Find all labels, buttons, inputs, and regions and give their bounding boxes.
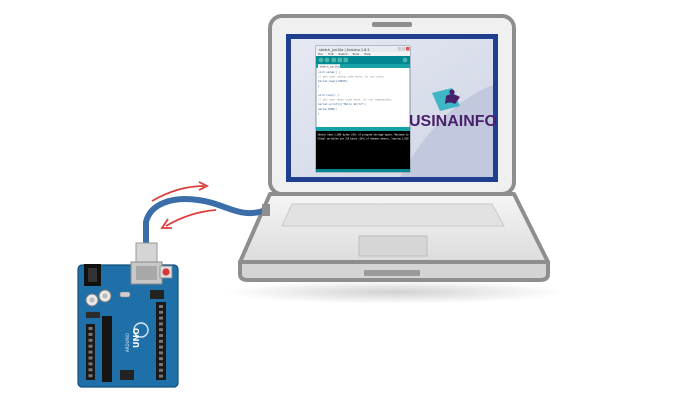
logo-figure-icon [445,94,460,104]
code-line: void loop() { [318,93,339,97]
serial-monitor-button[interactable] [402,57,408,63]
digital-pin [159,374,163,378]
analog-pin [88,362,93,366]
digital-pin [159,345,163,349]
minimize-button[interactable] [398,47,401,51]
verify-button[interactable] [318,57,324,63]
ide-title-bar [316,46,410,52]
code-line: } [318,84,320,88]
code-line: delay(1000); [318,107,337,111]
logo-head-icon [449,89,455,95]
upload-arrowhead-icon [198,181,210,191]
icsp-header-bottom [120,370,134,380]
open-button[interactable] [337,57,342,63]
usinainfo-wordmark: USINAINFO [409,113,497,130]
analog-pins [88,327,93,378]
usinainfo-logo: USINAINFO [409,88,497,130]
icsp-header-top [150,290,164,299]
upload-button[interactable] [324,57,330,63]
reset-button-cap[interactable] [162,268,170,276]
usb-plug [135,242,158,263]
laptop-notch [364,270,420,276]
analog-pin [88,327,93,330]
code-line: // put your setup code here, to run once… [318,75,384,79]
code-line: void setup() { [318,70,341,74]
analog-pin [88,368,93,372]
close-button[interactable] [406,47,410,51]
upload-arrow [151,185,205,202]
voltage-regulator [86,312,100,318]
ide-menu-item[interactable]: Tools [351,52,359,56]
digital-pin [159,334,163,337]
analog-pin [88,350,93,354]
save-button[interactable] [343,57,348,63]
analog-pin [88,344,93,348]
wallpaper-shape [400,85,493,177]
keyboard-area [281,203,505,227]
arduino-board: UNO ARDUINO [77,261,179,388]
touchpad [358,235,428,257]
cable-wire [143,196,269,246]
ide-menu-item[interactable]: Edit [328,52,334,56]
new-button[interactable] [331,57,336,63]
code-line: Serial.println("Hello World"); [318,102,367,106]
ide-tab-label: sketch_jun10a [320,64,340,68]
maximize-button[interactable] [402,47,405,51]
digital-pin [159,357,163,361]
console-output: Sketch uses 1,996 bytes (6%) of program … [318,134,410,141]
ide-tab[interactable] [318,64,340,68]
ide-status-bar [316,169,410,172]
digital-pin [159,316,163,320]
digital-pin [159,339,163,343]
ide-tab-bar [316,64,410,68]
analog-pin [88,356,93,360]
board-brand-label: ARDUINO [125,333,130,352]
board-power-inner [88,268,97,282]
digital-pin [159,322,163,326]
digital-pin [159,368,163,372]
code-line: // put your main code here, to run repea… [318,98,392,102]
capacitor-2-top [102,293,108,299]
ide-menu-item[interactable]: Sketch [338,52,348,56]
digital-pin [159,351,163,355]
board-model-label: UNO [132,328,141,348]
code-line: Serial.begin(9600); [318,79,349,83]
analog-pin [88,374,93,378]
console-divider [316,127,410,131]
digital-pin [159,363,163,366]
ide-toolbar [316,56,410,64]
laptop-usb-port [262,204,270,216]
analog-pin [88,338,93,342]
arduino-logo-icon [133,322,149,338]
console-line: Sketch uses 1,996 bytes (6%) of program … [318,134,410,137]
code-line: } [318,111,320,115]
ide-menu-item[interactable]: File [318,52,323,56]
ide-console [316,131,410,169]
microcontroller-chip [102,316,112,382]
laptop-shadow [225,280,565,304]
data-flow-arrows [151,181,217,229]
digital-pin [159,310,163,314]
download-arrow [165,209,217,227]
analog-pin [88,332,93,336]
capacitor-1-top [89,297,95,303]
board-usb-inner [136,266,157,280]
digital-pin [159,328,163,332]
console-line: Global variables use 210 bytes (10%) of … [318,138,410,141]
code-editor[interactable]: void setup() { // put your setup code he… [318,70,392,115]
ide-menu-bar [316,52,410,56]
ide-window-title: sketch_jun10a | Arduino 1.8.5 [319,48,370,52]
digital-pins [159,305,163,378]
digital-pin [159,305,163,308]
ide-menu-item[interactable]: Help [364,52,371,56]
crystal [119,291,131,298]
download-arrowhead-icon [160,218,172,229]
laptop-camera [372,22,412,27]
